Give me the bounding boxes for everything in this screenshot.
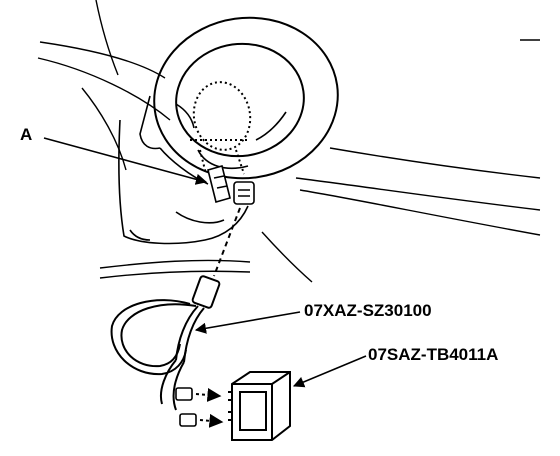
- column-cover: [118, 95, 249, 245]
- steering-wheel: [153, 16, 339, 180]
- connector-a: [207, 165, 231, 203]
- callout-a-label: A: [20, 125, 32, 144]
- test-unit-box: [228, 371, 291, 441]
- airbag-module-dotted: [190, 81, 252, 175]
- tool-unit-label: 07SAZ-TB4011A: [368, 345, 498, 364]
- wheel-spokes: [175, 103, 287, 170]
- mating-connector: [233, 181, 255, 205]
- tool-cable-label: 07XAZ-SZ30100: [304, 301, 432, 320]
- dashboard-outline: [37, 0, 541, 283]
- plug-dashed-arrows: [195, 387, 224, 428]
- callout-arrows: [43, 137, 367, 388]
- connection-dashed-line: [213, 207, 241, 277]
- cable-end-plugs: [175, 387, 197, 427]
- tool-cable: [110, 275, 221, 411]
